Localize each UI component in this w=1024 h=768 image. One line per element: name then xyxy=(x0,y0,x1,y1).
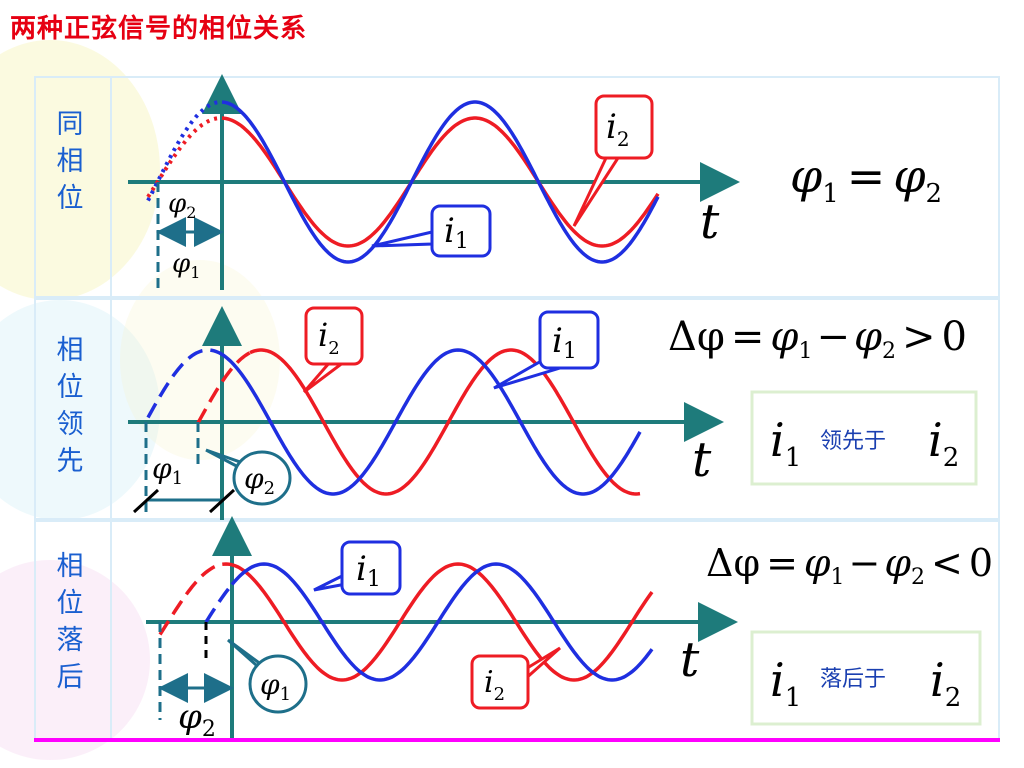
page-title: 两种正弦信号的相位关系 xyxy=(10,14,308,44)
wave-i2 xyxy=(231,562,654,682)
label-char: 位 xyxy=(56,372,84,403)
panel-label-in-phase: 同 相 位 xyxy=(50,106,90,217)
relation-lagging-left: i1 xyxy=(770,653,801,713)
label-char: 位 xyxy=(56,183,84,214)
callout-i2-box xyxy=(594,94,654,160)
callout-i1-text: i1 xyxy=(356,549,381,592)
callout-i1-box xyxy=(430,204,492,258)
panel-in-phase xyxy=(34,76,1000,298)
equation-lagging: Δφ=φ1−φ2<0 xyxy=(706,541,993,590)
relation-leading-right: i2 xyxy=(928,413,959,473)
label-char: 同 xyxy=(56,109,84,140)
callout-i1-text: i1 xyxy=(552,321,577,364)
callout-i2-text: i2 xyxy=(484,665,505,705)
panel-1-graph: φ2 φ1 t i2 i1 φ1=φ2 xyxy=(128,74,942,290)
wave-i1-dashed xyxy=(204,583,234,623)
label-char: 相 xyxy=(56,335,84,366)
callout-i1-box xyxy=(538,310,600,370)
wave-i1-dashed xyxy=(146,348,223,419)
phi2-label: φ2 xyxy=(178,697,216,742)
wave-i1-dotted xyxy=(146,100,222,202)
relation-leading-text: 领先于 xyxy=(820,429,886,454)
label-char: 领 xyxy=(56,409,84,440)
relation-leading-left: i1 xyxy=(770,413,801,473)
phi1-label: φ1 xyxy=(152,452,183,489)
callout-phi1-circle xyxy=(248,654,308,714)
phi2-label: φ2 xyxy=(168,189,196,222)
wave-i2-dashed xyxy=(158,562,233,636)
relation-box-lagging xyxy=(750,630,982,726)
callout-phi1-text: φ1 xyxy=(260,668,291,705)
wave-i2 xyxy=(221,116,660,248)
phi1-label: φ1 xyxy=(172,249,200,282)
callout-i2-pointer xyxy=(302,360,349,394)
dimension-tick-right xyxy=(208,488,236,514)
decor-blob-cyan xyxy=(0,300,160,520)
callout-i2-box xyxy=(304,306,364,366)
callout-i1-box xyxy=(340,540,402,596)
relation-lagging-right: i2 xyxy=(930,653,961,713)
callout-phi2-circle xyxy=(232,450,292,506)
label-char: 落 xyxy=(56,625,84,656)
callout-i2-pointer xyxy=(572,156,621,227)
time-axis-label: t xyxy=(680,632,700,688)
label-char: 先 xyxy=(56,446,84,477)
label-column xyxy=(34,76,112,742)
callout-i2-box xyxy=(470,654,530,710)
relation-box-leading xyxy=(750,390,978,486)
panel-3-graph: φ2 φ1 t i1 i2 Δφ=φ1−φ2<0 i1 落后于 i2 xyxy=(146,516,993,742)
wave-i2 xyxy=(249,348,641,496)
callout-i2-text: i2 xyxy=(318,316,340,359)
time-axis-label: t xyxy=(700,194,720,250)
time-axis-label: t xyxy=(692,432,712,488)
callout-i1-text: i1 xyxy=(444,211,469,254)
panel-label-lagging: 相 位 落 后 xyxy=(50,548,90,696)
callout-phi2-text: φ2 xyxy=(244,462,275,499)
wave-i1 xyxy=(221,100,660,264)
dimension-tick-left xyxy=(132,488,160,514)
relation-lagging-text: 落后于 xyxy=(820,667,886,692)
wave-i1 xyxy=(230,562,654,682)
bottom-divider xyxy=(34,738,1000,742)
wave-i1 xyxy=(221,348,642,496)
label-char: 相 xyxy=(56,146,84,177)
wave-i2-dotted xyxy=(146,116,222,198)
wave-i2-dashed xyxy=(196,351,251,424)
equation-in-phase: φ1=φ2 xyxy=(790,149,942,209)
equation-leading: Δφ=φ1−φ2>0 xyxy=(668,314,967,364)
label-char: 相 xyxy=(56,551,84,582)
label-char: 后 xyxy=(56,662,84,693)
callout-i2-text: i2 xyxy=(606,107,630,151)
label-char: 位 xyxy=(56,588,84,619)
panel-2-graph: φ1 φ2 t i2 i1 Δφ=φ1−φ2>0 i1 领先于 i2 xyxy=(128,306,978,520)
panel-label-leading: 相 位 领 先 xyxy=(50,332,90,480)
panel-leading xyxy=(34,298,1000,520)
